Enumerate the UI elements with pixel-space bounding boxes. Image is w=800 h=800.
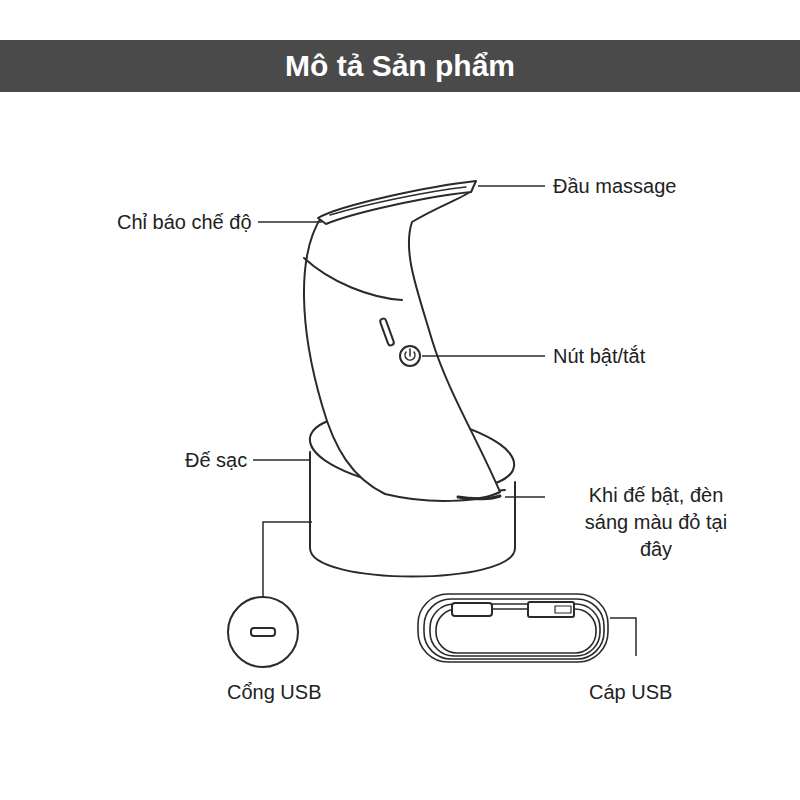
title: Mô tả Sản phẩm [285,49,515,83]
usb-port-circle [228,597,298,667]
head-seam [304,258,402,300]
part-label: Nút bật/tắt [553,343,645,370]
part-label: Chỉ báo chế độ [117,209,252,236]
usb-cable [418,594,608,662]
part-label: Đầu massage [553,173,676,200]
massage-head [318,181,476,224]
part-label: Cáp USB [589,679,672,706]
usb-port [251,628,275,636]
power-icon [405,349,415,360]
power-button [400,346,420,366]
device-body [304,190,500,501]
title-band [0,40,800,92]
usb-a-tip [555,606,571,613]
part-label: Cổng USB [227,679,322,706]
leader-lines [253,186,636,656]
indicator-light [458,496,500,499]
micro-usb-plug [452,603,492,616]
mode-slot [379,318,394,346]
usb-a-plug [528,602,574,617]
part-label: Khi đế bật, đèn sáng màu đỏ tại đây [576,482,736,563]
part-label: Đế sạc [185,447,247,474]
head-rim [330,187,466,215]
